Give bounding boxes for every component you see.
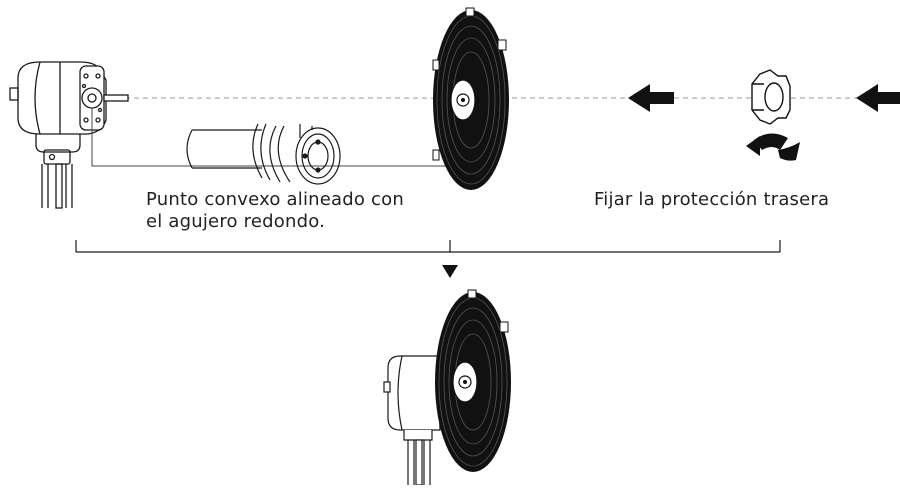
convex-point-caption: Punto convexo alineado con el agujero re…: [146, 189, 466, 233]
merge-bracket: [75, 240, 781, 253]
fan-rear-guard-icon: [432, 7, 509, 190]
rotate-clockwise-icon: [746, 133, 800, 161]
caption-line: el agujero redondo.: [146, 211, 326, 232]
mounting-detail-icon: [186, 123, 341, 185]
triangle-down-icon: [442, 265, 458, 278]
arrow-left-icon: [856, 84, 900, 112]
caption-line: Punto convexo alineado con: [146, 189, 404, 210]
fan-motor-housing-icon: [9, 61, 453, 209]
fix-rear-guard-caption: Fijar la protección trasera: [594, 189, 830, 210]
arrow-left-icon: [628, 84, 674, 112]
guard-nut-icon: [751, 69, 791, 125]
assembled-fan-icon: [383, 289, 511, 486]
